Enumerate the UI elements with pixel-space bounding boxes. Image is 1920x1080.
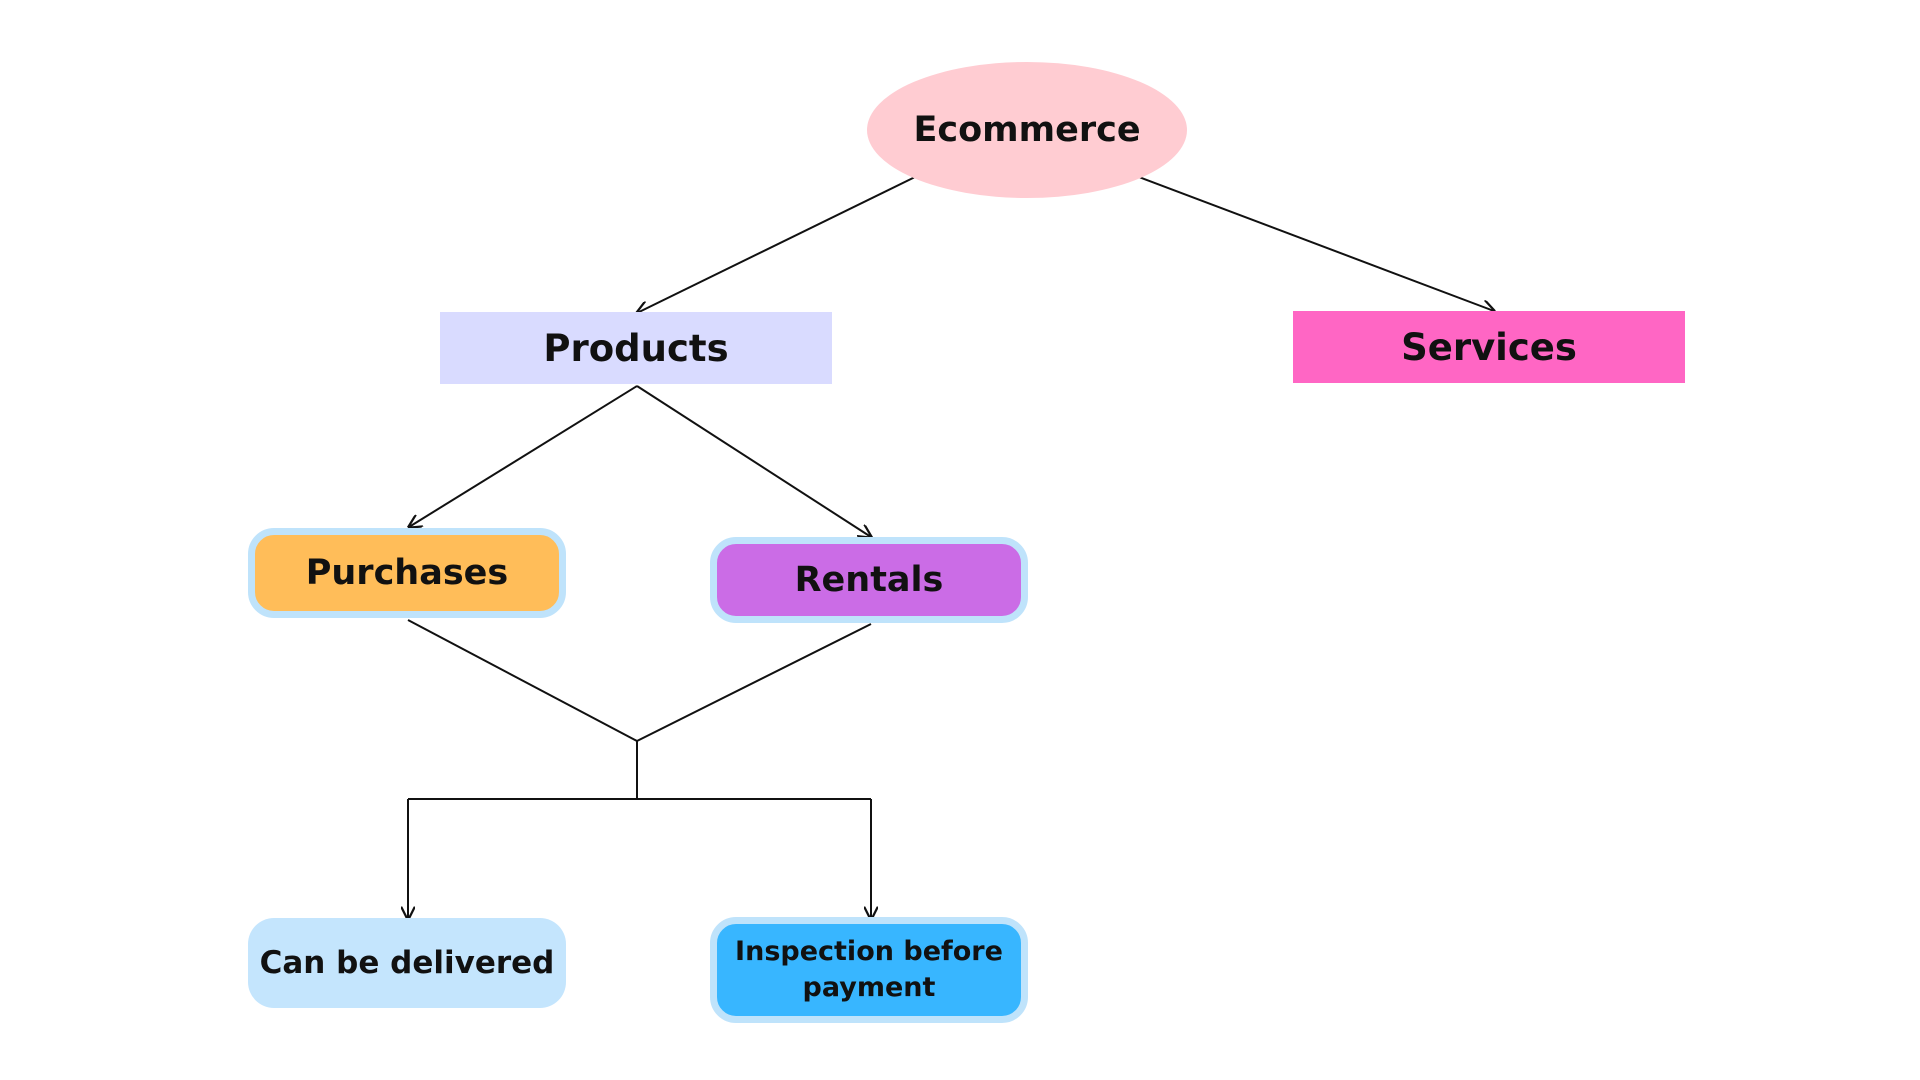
edge-products-rentals — [636, 385, 871, 537]
node-ecommerce-label: Ecommerce — [913, 110, 1141, 150]
node-products-label: Products — [543, 326, 729, 370]
edge-purchases-merge — [407, 619, 638, 742]
node-rentals-label: Rentals — [794, 560, 944, 600]
edge-ecommerce-services — [1138, 176, 1494, 311]
node-inspection-before-payment: Inspection before payment — [710, 917, 1028, 1023]
node-can-be-delivered: Can be delivered — [248, 918, 566, 1008]
node-products: Products — [440, 312, 832, 384]
node-purchases-label: Purchases — [305, 553, 509, 593]
edge-products-purchases — [409, 385, 638, 527]
node-services-label: Services — [1401, 325, 1577, 369]
node-ecommerce: Ecommerce — [867, 62, 1187, 198]
node-rentals: Rentals — [710, 537, 1028, 623]
node-inspection-before-payment-label: Inspection before payment — [735, 936, 1003, 1003]
node-can-be-delivered-label: Can be delivered — [259, 945, 555, 981]
node-services: Services — [1293, 311, 1685, 383]
node-purchases: Purchases — [248, 528, 566, 618]
edge-ecommerce-products — [637, 176, 916, 313]
edge-rentals-merge — [636, 623, 872, 742]
